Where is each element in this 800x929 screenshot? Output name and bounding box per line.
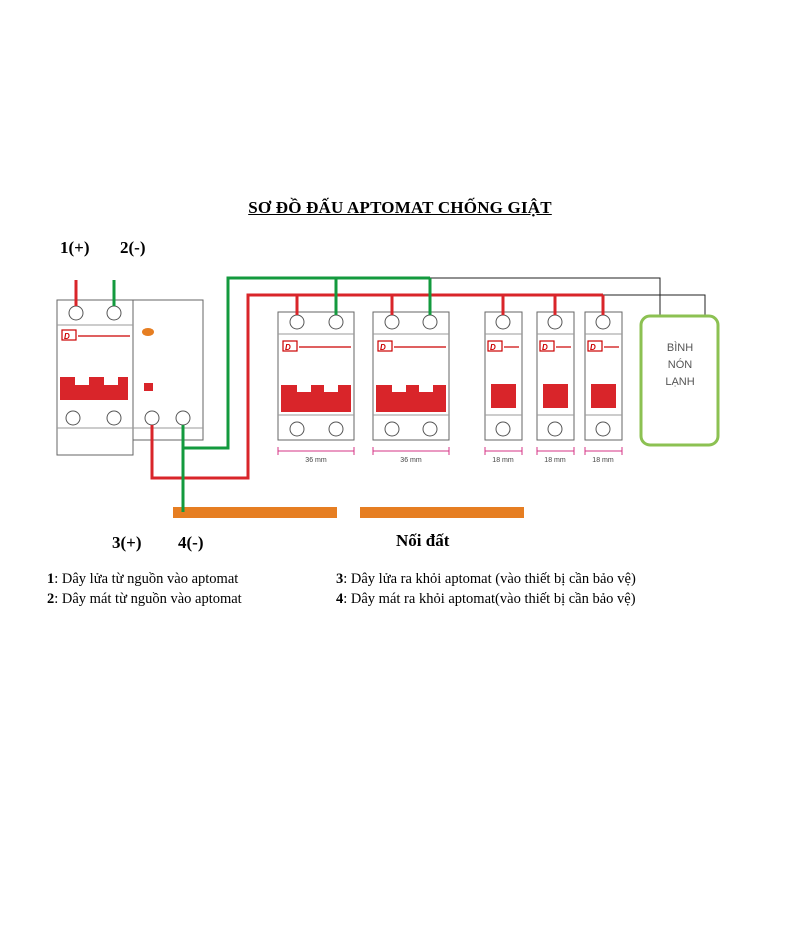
test-button [142, 328, 154, 336]
svg-text:D: D [64, 332, 70, 341]
appliance-label-line: NÓN [667, 359, 693, 371]
indicator [144, 383, 153, 391]
ground-label: Nối đất [396, 531, 450, 550]
rcd-breaker: D [56, 299, 204, 456]
legend-text: : Dây lửa từ nguồn vào aptomat [54, 571, 239, 587]
appliance-label-line: BÌNH [666, 342, 694, 354]
terminal-label-1: 1(+) [60, 238, 90, 257]
svg-text:D: D [490, 343, 496, 352]
width-label: 18 mm [544, 457, 566, 464]
appliance-box [639, 314, 720, 447]
svg-text:D: D [590, 343, 596, 352]
width-label: 18 mm [592, 457, 614, 464]
legend-text: : Dây mát ra khỏi aptomat(vào thiết bị c… [343, 591, 636, 607]
width-label: 18 mm [492, 457, 514, 464]
legend-item-3: 3: Dây lửa ra khỏi aptomat (vào thiết bị… [336, 569, 636, 589]
ground-bar-right [360, 507, 524, 518]
breaker-2p-1: D [277, 311, 355, 441]
legend-number: 3 [336, 571, 344, 587]
legend-item-1: 1: Dây lửa từ nguồn vào aptomat [47, 569, 238, 589]
terminal-label-4: 4(-) [178, 533, 204, 552]
breaker-1p-2: D [536, 311, 575, 441]
legend-number: 1 [47, 571, 55, 587]
legend-item-2: 2: Dây mát từ nguồn vào aptomat [47, 589, 242, 609]
terminal-label-3: 3(+) [112, 533, 142, 552]
width-label: 36 mm [400, 457, 422, 464]
legend-text: : Dây mát từ nguồn vào aptomat [54, 591, 242, 607]
live-wires [74, 280, 605, 480]
ground-bar-left [173, 507, 337, 518]
svg-text:D: D [380, 343, 386, 352]
appliance-label-line: LẠNH [665, 376, 695, 388]
appliance-feed-lines [430, 277, 706, 316]
svg-text:D: D [285, 343, 291, 352]
legend-number: 4 [336, 591, 344, 607]
legend-number: 2 [47, 591, 55, 607]
diagram-title: SƠ ĐỒ ĐẤU APTOMAT CHỐNG GIẬT [248, 198, 552, 217]
breaker-2p-2: D [372, 311, 450, 441]
legend-text: : Dây lửa ra khỏi aptomat (vào thiết bị … [343, 571, 636, 587]
dimension-markers [277, 447, 623, 455]
breaker-1p-3: D [584, 311, 623, 441]
width-label: 36 mm [305, 457, 327, 464]
neutral-wires [112, 276, 432, 512]
terminal-label-2: 2(-) [120, 238, 146, 257]
svg-text:D: D [542, 343, 548, 352]
breaker-1p-1: D [484, 311, 523, 441]
appliance-label: BÌNH NÓN LẠNH [640, 340, 720, 391]
legend-item-4: 4: Dây mát ra khỏi aptomat(vào thiết bị … [336, 589, 636, 609]
